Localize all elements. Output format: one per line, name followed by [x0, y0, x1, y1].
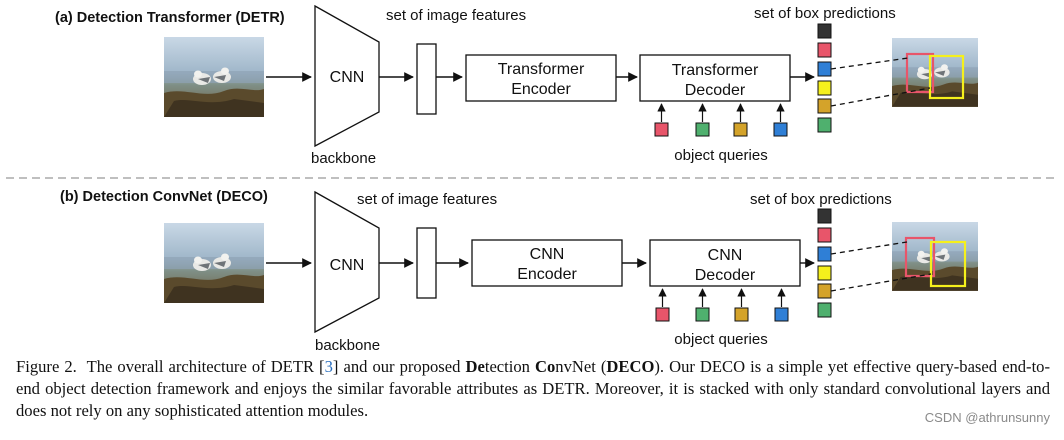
panel-a-query-4: [773, 122, 788, 137]
panel-a-feature-bar: [416, 43, 437, 115]
panel-a-detr: (a) Detection Transformer (DETR) CNN bac…: [55, 4, 978, 167]
caption-text-2: ] and our proposed: [332, 357, 466, 376]
panel-a-query-2: [695, 122, 710, 137]
panel-b-cnn-trapezoid: [314, 190, 380, 334]
panel-a-decoder-line2: Decoder: [685, 82, 746, 99]
panel-b-encoder-box: [471, 239, 623, 287]
panel-b-object-queries: [655, 288, 789, 322]
panel-a-object-queries: [654, 103, 788, 137]
panel-a-encoder-box: [465, 54, 617, 102]
panel-a-decoder-box: [639, 54, 791, 102]
panel-a-encoder-line2: Encoder: [511, 81, 571, 98]
caption-text-3: tection: [484, 357, 536, 376]
panel-b-feature-bar: [416, 227, 437, 299]
panel-b-predictions-stack: [817, 208, 832, 318]
panel-b-link-orange: [830, 273, 932, 292]
panel-a-prediction-2: [817, 42, 832, 58]
panel-b-query-1: [655, 307, 670, 322]
panel-b-prediction-5: [817, 283, 832, 299]
panel-a-predictions-label: set of box predictions: [754, 5, 896, 22]
panel-a-prediction-3: [817, 61, 832, 77]
panel-a-input-image: [164, 37, 264, 117]
panel-a-title: (a) Detection Transformer (DETR): [55, 10, 285, 26]
panel-b-prediction-3: [817, 246, 832, 262]
panel-a-backbone-label: backbone: [311, 150, 376, 167]
panel-a-cnn-label: CNN: [330, 69, 365, 86]
panel-a-predictions-stack: [817, 23, 832, 133]
caption-citation[interactable]: 3: [324, 357, 333, 376]
panel-a-decoder-line1: Transformer: [672, 62, 759, 79]
panel-a-detection-box-red: [905, 52, 935, 94]
panel-b-prediction-2: [817, 227, 832, 243]
panel-b-title: (b) Detection ConvNet (DECO): [60, 189, 268, 205]
panel-b-link-blue: [830, 241, 908, 255]
panel-b-features-label: set of image features: [357, 191, 497, 208]
figure-caption: Figure 2. The overall architecture of DE…: [16, 356, 1050, 422]
panel-b-queries-label: object queries: [674, 331, 767, 348]
panel-a-prediction-6: [817, 117, 832, 133]
panel-b-output-image: [892, 222, 978, 291]
caption-text-5: ). Our DECO is a simple yet effective qu…: [16, 357, 1051, 420]
caption-text-1: The overall architecture of DETR [: [86, 357, 325, 376]
panel-b-input-image: [164, 223, 264, 303]
panel-a-prediction-5: [817, 98, 832, 114]
watermark: CSDN @athrunsunny: [924, 410, 1050, 425]
panel-b-decoder-line1: CNN: [708, 247, 743, 264]
panel-b-decoder-box: [649, 239, 801, 287]
caption-bold-co: Co: [535, 357, 556, 376]
caption-bold-de: De: [465, 357, 485, 376]
panel-b-prediction-1: [817, 208, 832, 224]
panel-b-query-4: [774, 307, 789, 322]
panel-a-query-3: [733, 122, 748, 137]
panel-b-predictions-label: set of box predictions: [750, 191, 892, 208]
panel-b-query-2: [695, 307, 710, 322]
panel-a-encoder-line1: Transformer: [498, 61, 585, 78]
caption-text-4: nvNet (: [555, 357, 607, 376]
panel-a-prediction-1: [817, 23, 832, 39]
panel-a-link-blue: [830, 57, 909, 70]
panel-b-prediction-4: [817, 265, 832, 281]
panel-b-detection-box-yellow: [929, 240, 967, 288]
caption-bold-deco: DECO: [606, 357, 655, 376]
panel-a-output-image: [892, 38, 978, 107]
panel-a-features-label: set of image features: [386, 7, 526, 24]
panel-b-query-3: [734, 307, 749, 322]
panel-a-cnn-trapezoid: [314, 4, 380, 148]
panel-b-backbone-label: backbone: [315, 337, 380, 350]
panel-a-query-1: [654, 122, 669, 137]
panel-a-detection-box-yellow: [928, 54, 965, 100]
caption-figure-label: Figure 2.: [16, 357, 77, 376]
architecture-diagram: (a) Detection Transformer (DETR) CNN bac…: [6, 4, 1058, 350]
panel-b-encoder-line1: CNN: [530, 246, 565, 263]
panel-b-cnn-label: CNN: [330, 257, 365, 274]
panel-b-deco: (b) Detection ConvNet (DECO) CNN backbon…: [60, 189, 978, 350]
panel-a-queries-label: object queries: [674, 147, 767, 164]
panel-a-link-orange: [830, 87, 931, 107]
panel-b-prediction-6: [817, 302, 832, 318]
panel-b-decoder-line2: Decoder: [695, 267, 756, 284]
panel-b-encoder-line2: Encoder: [517, 266, 577, 283]
panel-a-prediction-4: [817, 80, 832, 96]
